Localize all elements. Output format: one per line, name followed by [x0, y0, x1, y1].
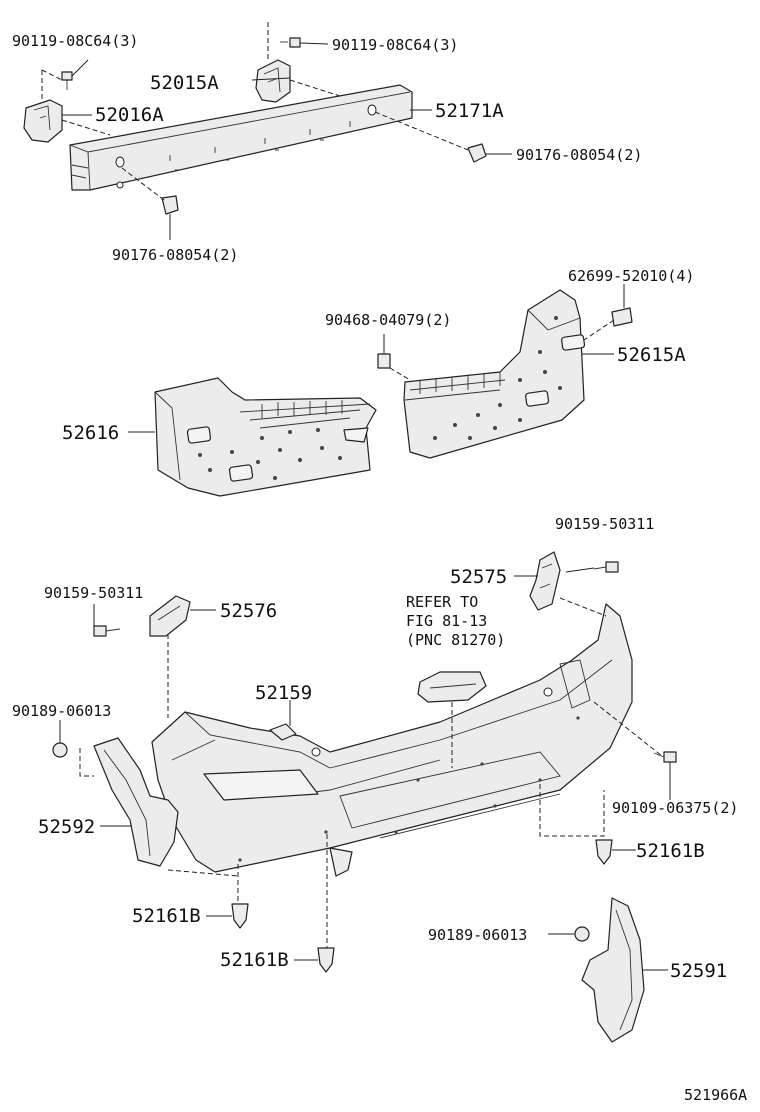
label-90176-right: 90176-08054(2): [516, 146, 642, 164]
bolt-90119-right[interactable]: [280, 37, 301, 48]
nut-90176-right[interactable]: [467, 143, 487, 163]
clip-52161b-left[interactable]: [231, 903, 249, 929]
bracket-52016a[interactable]: [23, 99, 63, 143]
label-52016a: 52016A: [95, 104, 164, 126]
label-52171a: 52171A: [435, 100, 504, 122]
label-62699: 62699-52010(4): [568, 267, 694, 285]
label-90119-left: 90119-08C64(3): [12, 32, 138, 50]
label-52592: 52592: [38, 816, 95, 838]
label-90109: 90109-06375(2): [612, 799, 738, 817]
bolt-90119-left[interactable]: [61, 71, 73, 90]
label-52161b-center: 52161B: [220, 949, 289, 971]
retainer-52592[interactable]: [93, 737, 179, 867]
label-90119-right: 90119-08C64(3): [332, 36, 458, 54]
license-lamp[interactable]: [417, 671, 487, 703]
bracket-52575[interactable]: [529, 551, 561, 611]
refer-note-line-1: REFER TO: [406, 593, 478, 611]
label-plate-62699[interactable]: [611, 307, 633, 327]
label-90189-right: 90189-06013: [428, 926, 527, 944]
bumper-cover-52159[interactable]: [151, 603, 633, 877]
label-90176-left: 90176-08054(2): [112, 246, 238, 264]
bumper-reinforcement-52171a[interactable]: [69, 84, 413, 191]
screw-90109[interactable]: [653, 751, 677, 763]
clip-52161b-center[interactable]: [317, 947, 335, 973]
label-90159-right: 90159-50311: [555, 515, 654, 533]
clip-90468[interactable]: [377, 353, 391, 369]
label-52159: 52159: [255, 682, 312, 704]
label-90189-left: 90189-06013: [12, 702, 111, 720]
label-52576: 52576: [220, 600, 277, 622]
absorber-52616[interactable]: [154, 377, 377, 497]
label-90468: 90468-04079(2): [325, 311, 451, 329]
label-52161b-left: 52161B: [132, 905, 201, 927]
label-52615a: 52615A: [617, 344, 686, 366]
label-52616: 52616: [62, 422, 119, 444]
retainer-52591[interactable]: [581, 897, 645, 1043]
label-52161b-right: 52161B: [636, 840, 705, 862]
bracket-52576[interactable]: [149, 595, 191, 637]
label-52575: 52575: [450, 566, 507, 588]
label-52591: 52591: [670, 960, 727, 982]
nut-90176-left[interactable]: [161, 195, 179, 215]
screw-90159-left[interactable]: [93, 625, 121, 637]
bracket-52015a[interactable]: [255, 59, 291, 103]
nut-90189-right[interactable]: [574, 926, 590, 942]
refer-note-line-2: FIG 81-13: [406, 612, 487, 630]
label-90159-left: 90159-50311: [44, 584, 143, 602]
screw-90159-right[interactable]: [593, 561, 619, 573]
clip-52161b-right[interactable]: [595, 839, 613, 865]
label-52015a: 52015A: [150, 72, 219, 94]
absorber-52615a[interactable]: [403, 289, 586, 459]
figure-id: 521966A: [684, 1086, 747, 1104]
nut-90189-left[interactable]: [52, 742, 68, 758]
refer-note-line-3: (PNC 81270): [406, 631, 505, 649]
